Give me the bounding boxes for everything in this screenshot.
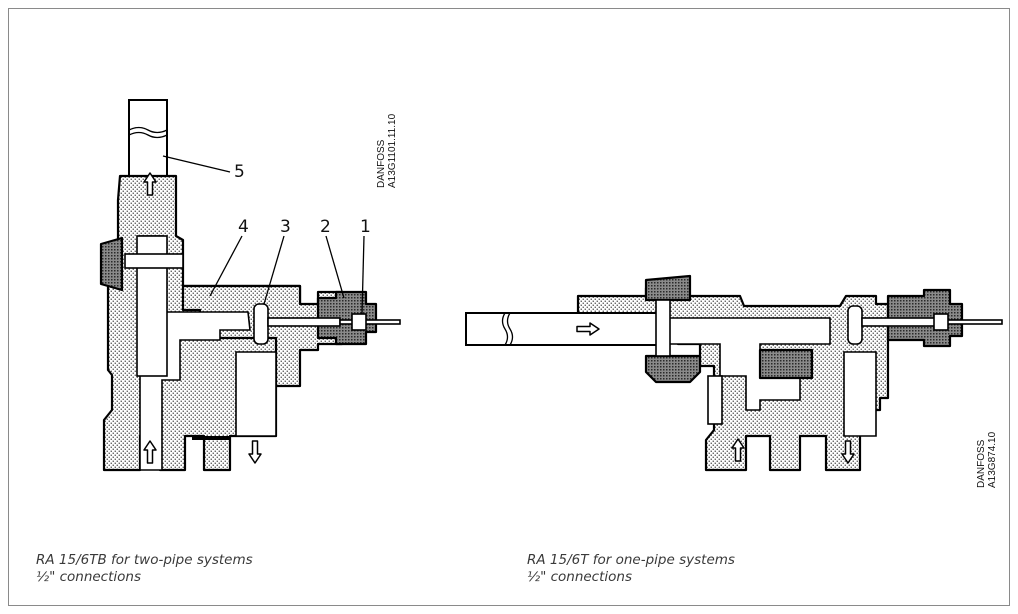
caption-left-line2: ½" connections xyxy=(36,569,142,585)
callout-line-3 xyxy=(263,235,285,305)
callout-1: 1 xyxy=(360,217,371,237)
callout-line-5 xyxy=(162,155,231,173)
valve-cone xyxy=(253,303,269,345)
horizontal-pipe xyxy=(465,312,667,346)
flow-arrow-down-icon xyxy=(248,440,262,464)
caption-left-line1: RA 15/6TB for two-pipe systems xyxy=(36,552,253,568)
drawing-code-line1: DANFOSS xyxy=(376,139,387,188)
callout-line-1 xyxy=(361,235,365,315)
outlet-channel xyxy=(843,351,877,437)
clamp-ring xyxy=(655,299,671,357)
gland-housing xyxy=(316,290,378,346)
flow-channel xyxy=(665,317,831,411)
union-nut xyxy=(99,236,124,292)
drawing-code-line1: DANFOSS xyxy=(976,439,987,488)
valve-cone xyxy=(847,305,863,345)
union-nut-bottom xyxy=(644,354,702,384)
caption-right-line2: ½" connections xyxy=(527,569,633,585)
body-boss xyxy=(758,348,814,380)
o-ring xyxy=(351,313,367,331)
spindle-pin xyxy=(339,319,401,325)
o-ring xyxy=(933,313,949,331)
callout-4: 4 xyxy=(238,217,249,237)
callout-line-4 xyxy=(209,235,243,297)
drawing-code-line2: A13G874.10 xyxy=(987,431,998,488)
caption-left: RA 15/6TB for two-pipe systems ½" connec… xyxy=(36,552,253,586)
caption-right: RA 15/6T for one-pipe systems ½" connect… xyxy=(527,552,735,586)
callout-line-2 xyxy=(325,235,345,299)
valve-ra15-6t: DANFOSS A13G874.10 xyxy=(465,274,1003,488)
flow-arrow-right-icon xyxy=(576,322,600,336)
callout-2: 2 xyxy=(320,217,331,237)
spindle xyxy=(861,317,943,327)
callout-5: 5 xyxy=(234,162,245,182)
outlet-channel xyxy=(235,351,277,437)
callout-3: 3 xyxy=(280,217,291,237)
vertical-pipe xyxy=(128,99,168,181)
clamp-ring xyxy=(124,253,184,269)
gasket xyxy=(192,436,230,440)
caption-right-line1: RA 15/6T for one-pipe systems xyxy=(527,552,735,568)
drawing-code-line2: A13G1101.11.10 xyxy=(387,113,398,188)
spindle-pin xyxy=(941,319,1003,325)
pipe-break-mark xyxy=(128,126,168,139)
pipe-break-mark xyxy=(501,312,514,346)
bypass-plug xyxy=(707,375,723,425)
spindle xyxy=(267,317,341,327)
valve-ra15-6tb: 5 4 3 2 1 DANFOSS A13G1101.11.10 xyxy=(99,99,401,472)
union-nut-top xyxy=(644,274,692,302)
